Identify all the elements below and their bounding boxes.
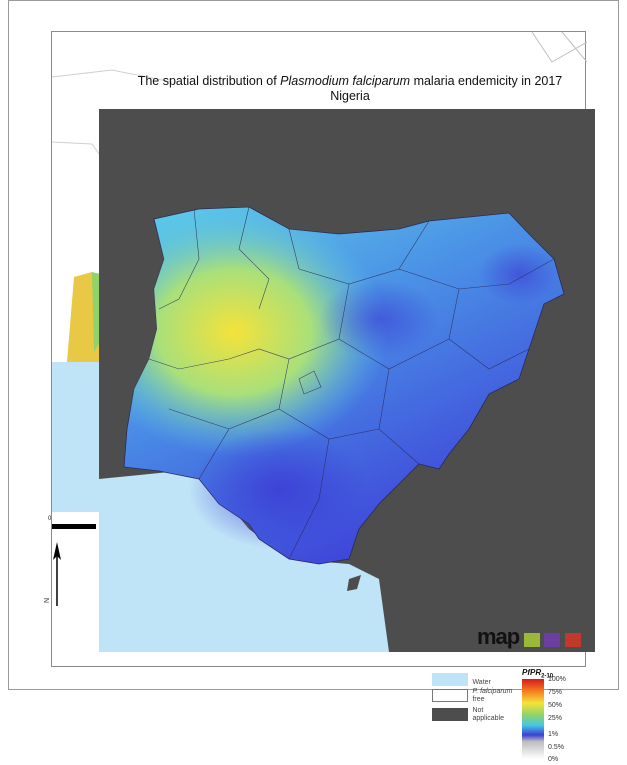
scale-bar-zero: 0 (48, 516, 52, 522)
ramp-tick-0: 0% (548, 756, 559, 763)
ramp-tick-1: 1% (548, 731, 559, 738)
legend-pf-free: P. falciparum free (432, 687, 512, 705)
south-high-zone (189, 429, 369, 549)
nigeria-map (99, 206, 565, 652)
bioko-island (347, 575, 361, 591)
legend-pf-free-swatch (432, 689, 468, 703)
inset-background-map (51, 31, 588, 512)
legend-pf-free-text: free (472, 695, 485, 703)
ramp-title: PfPR2-10 (522, 668, 553, 680)
scale-bar (52, 524, 96, 529)
color-ramp (522, 679, 544, 759)
map-title: The spatial distribution of Plasmodium f… (100, 74, 600, 104)
ramp-tick-100: 100% (548, 676, 566, 683)
title-species: Plasmodium falciparum (280, 74, 411, 88)
legend-pf-free-species: P. falciparum (472, 687, 513, 695)
partner-logo-2-icon (544, 632, 561, 647)
legend-water-swatch (432, 673, 468, 687)
central-zone (319, 279, 439, 359)
legend-water: Water (432, 671, 491, 689)
title-country: Nigeria (330, 89, 370, 103)
partner-logo-1-icon (523, 632, 540, 647)
title-prefix: The spatial distribution of (137, 74, 281, 88)
partner-logo-3-icon (564, 632, 581, 647)
state-boundaries (148, 206, 555, 560)
north-label: N (44, 597, 52, 604)
map-logo-text: map (477, 624, 520, 649)
map-logo: map (477, 624, 581, 650)
legend-not-applicable: Not applicable (432, 706, 512, 724)
north-arrow-icon (53, 542, 61, 606)
ramp-tick-25: 25% (548, 715, 563, 722)
ramp-tick-75: 75% (548, 689, 563, 696)
legend-pf-free-label: P. falciparum free (472, 688, 512, 704)
legend-not-applicable-swatch (432, 708, 468, 722)
ramp-title-text: PfPR (522, 668, 542, 677)
ramp-title-subscript: 2-10 (541, 673, 554, 680)
ramp-tick-50: 50% (548, 702, 563, 709)
ramp-tick-0-5: 0.5% (548, 744, 564, 751)
legend-not-applicable-label: Not applicable (472, 706, 504, 722)
outer-map-frame (8, 0, 619, 690)
legend-water-label: Water (472, 679, 491, 686)
gulf-water (99, 469, 389, 652)
northeast-zone (479, 244, 559, 304)
title-suffix: malaria endemicity in 2017 (410, 74, 563, 88)
map-panel: map (99, 109, 595, 652)
